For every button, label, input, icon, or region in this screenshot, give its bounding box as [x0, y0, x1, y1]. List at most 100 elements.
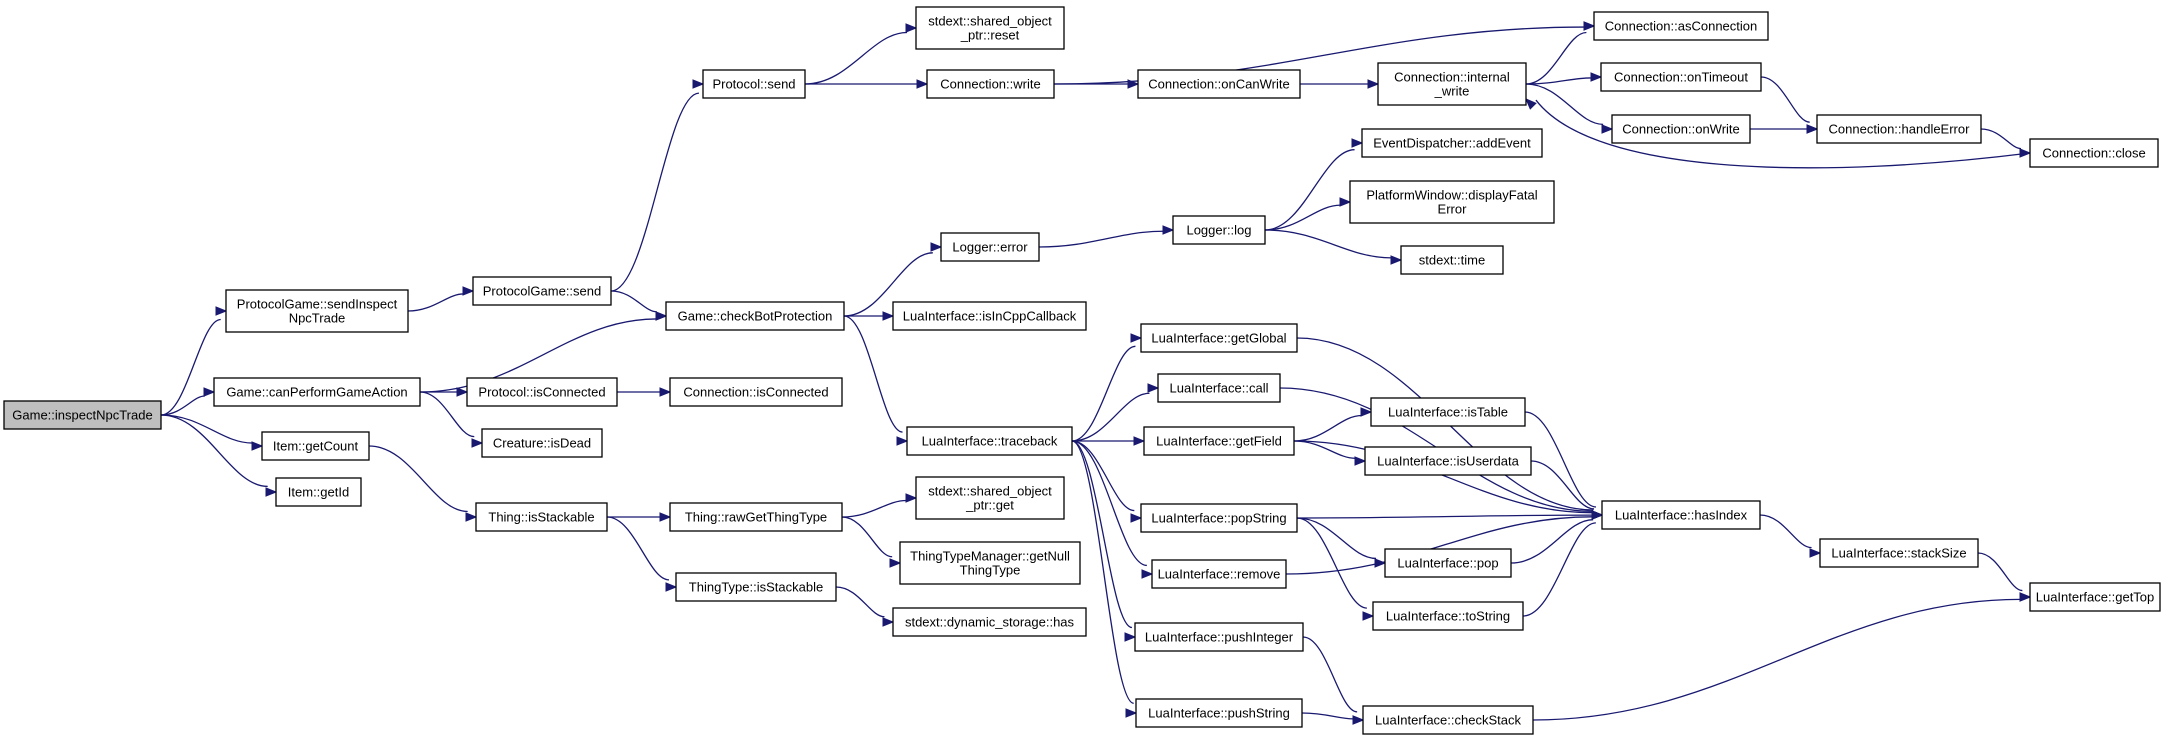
- node-check-bot-protection[interactable]: Game::checkBotProtection: [665, 301, 845, 331]
- node-box: [1151, 559, 1287, 589]
- node-has-index[interactable]: LuaInterface::hasIndex: [1601, 500, 1761, 530]
- edge-lua-to-string-to-has-index: [1522, 510, 1604, 617]
- edge-logger-log-to-add-event: [1264, 138, 1364, 231]
- node-box: [475, 502, 608, 532]
- edge-inspect-npc-trade-to-can-perform-game-action: [160, 387, 216, 416]
- node-box: [675, 572, 837, 602]
- node-traceback[interactable]: LuaInterface::traceback: [906, 426, 1073, 456]
- edge-item-get-count-to-thing-is-stackable: [368, 445, 478, 522]
- node-protocol-send[interactable]: Protocol::send: [702, 69, 806, 99]
- node-stack-size[interactable]: LuaInterface::stackSize: [1819, 538, 1979, 568]
- node-shared-obj-reset[interactable]: stdext::shared_object_ptr::reset: [915, 6, 1065, 50]
- node-box: [1593, 11, 1769, 41]
- node-check-stack[interactable]: LuaInterface::checkStack: [1362, 705, 1534, 735]
- node-push-integer[interactable]: LuaInterface::pushInteger: [1134, 622, 1304, 652]
- node-box: [915, 6, 1065, 50]
- node-box: [1361, 128, 1543, 158]
- node-logger-error[interactable]: Logger::error: [940, 232, 1040, 262]
- edge-on-write-to-handle-error: [1749, 124, 1819, 134]
- node-add-event[interactable]: EventDispatcher::addEvent: [1361, 128, 1543, 158]
- node-shared-obj-get[interactable]: stdext::shared_object_ptr::get: [915, 476, 1065, 520]
- node-label: Game::checkBotProtection: [678, 309, 833, 324]
- node-label: Connection::asConnection: [1605, 19, 1758, 34]
- edge-handle-error-to-connection-close: [1980, 128, 2032, 158]
- node-label: LuaInterface::pushString: [1148, 706, 1290, 721]
- node-label: LuaInterface::isUserdata: [1377, 454, 1519, 469]
- node-box: [466, 377, 618, 407]
- edge-get-global-to-has-index: [1296, 337, 1604, 520]
- edge-raw-get-thing-type-to-get-null-thing-type: [841, 516, 902, 568]
- node-is-in-cpp-callback[interactable]: LuaInterface::isInCppCallback: [892, 301, 1087, 331]
- node-box: [892, 607, 1087, 637]
- node-protocol-is-connected[interactable]: Protocol::isConnected: [466, 377, 618, 407]
- node-label: LuaInterface::getGlobal: [1151, 331, 1286, 346]
- node-raw-get-thing-type[interactable]: Thing::rawGetThingType: [669, 502, 843, 532]
- node-push-string[interactable]: LuaInterface::pushString: [1135, 698, 1303, 728]
- node-as-connection[interactable]: Connection::asConnection: [1593, 11, 1769, 41]
- node-label: Connection::close: [2042, 146, 2145, 161]
- node-label: LuaInterface::isInCppCallback: [903, 309, 1077, 324]
- node-connection-is-connected[interactable]: Connection::isConnected: [669, 377, 843, 407]
- edge-can-perform-game-action-to-protocol-is-connected: [420, 387, 469, 397]
- node-handle-error[interactable]: Connection::handleError: [1816, 114, 1982, 144]
- node-label: Item::getId: [288, 485, 349, 500]
- node-lua-remove[interactable]: LuaInterface::remove: [1151, 559, 1287, 589]
- node-lua-call[interactable]: LuaInterface::call: [1157, 373, 1281, 403]
- node-box: [915, 476, 1065, 520]
- node-box: [3, 400, 162, 430]
- node-protocol-game-send[interactable]: ProtocolGame::send: [472, 276, 612, 306]
- node-get-field[interactable]: LuaInterface::getField: [1143, 426, 1295, 456]
- edge-check-stack-to-get-top: [1532, 592, 2032, 721]
- node-label: LuaInterface::call: [1169, 381, 1268, 396]
- node-on-write[interactable]: Connection::onWrite: [1611, 114, 1751, 144]
- node-inspect-npc-trade[interactable]: Game::inspectNpcTrade: [3, 400, 162, 430]
- node-label: stdext::dynamic_storage::has: [905, 615, 1075, 630]
- node-lua-pop[interactable]: LuaInterface::pop: [1384, 548, 1512, 578]
- node-on-can-write[interactable]: Connection::onCanWrite: [1137, 69, 1301, 99]
- node-connection-write[interactable]: Connection::write: [926, 69, 1055, 99]
- node-label: ThingType: [960, 563, 1021, 578]
- node-stdext-time[interactable]: stdext::time: [1400, 245, 1504, 275]
- node-get-top[interactable]: LuaInterface::getTop: [2029, 582, 2161, 612]
- node-item-get-id[interactable]: Item::getId: [275, 477, 362, 507]
- edge-is-table-to-has-index: [1524, 411, 1604, 520]
- node-thing-type-is-stackable[interactable]: ThingType::isStackable: [675, 572, 837, 602]
- node-get-global[interactable]: LuaInterface::getGlobal: [1140, 323, 1298, 353]
- node-thing-is-stackable[interactable]: Thing::isStackable: [475, 502, 608, 532]
- edge-traceback-to-lua-call: [1071, 383, 1160, 442]
- edge-internal-write-to-on-write: [1525, 83, 1614, 134]
- node-box: [1819, 538, 1979, 568]
- node-box: [1349, 180, 1555, 224]
- node-dyn-storage-has[interactable]: stdext::dynamic_storage::has: [892, 607, 1087, 637]
- node-creature-is-dead[interactable]: Creature::isDead: [481, 428, 603, 458]
- node-pop-string[interactable]: LuaInterface::popString: [1140, 503, 1298, 533]
- node-box: [1364, 446, 1532, 476]
- node-on-timeout[interactable]: Connection::onTimeout: [1600, 62, 1762, 92]
- node-box: [1370, 397, 1526, 427]
- edge-traceback-to-get-global: [1071, 333, 1143, 442]
- node-label: LuaInterface::checkStack: [1375, 713, 1521, 728]
- edge-inspect-npc-trade-to-send-inspect-npc-trade: [160, 306, 228, 416]
- edge-pop-string-to-has-index: [1296, 510, 1604, 520]
- node-label: Thing::isStackable: [488, 510, 594, 525]
- node-label: Error: [1438, 202, 1468, 217]
- edge-thing-is-stackable-to-raw-get-thing-type: [607, 512, 672, 522]
- node-is-table[interactable]: LuaInterface::isTable: [1370, 397, 1526, 427]
- node-box: [472, 276, 612, 306]
- edge-raw-get-thing-type-to-shared-obj-get: [841, 493, 918, 518]
- node-box: [1143, 426, 1295, 456]
- node-lua-to-string[interactable]: LuaInterface::toString: [1372, 601, 1524, 631]
- node-is-userdata[interactable]: LuaInterface::isUserdata: [1364, 446, 1532, 476]
- node-internal-write[interactable]: Connection::internal_write: [1377, 62, 1527, 106]
- node-label: LuaInterface::getTop: [2036, 590, 2155, 605]
- node-connection-close[interactable]: Connection::close: [2029, 138, 2159, 168]
- edge-protocol-send-to-connection-write: [805, 79, 929, 89]
- node-label: _ptr::reset: [960, 28, 1020, 43]
- node-logger-log[interactable]: Logger::log: [1172, 215, 1266, 245]
- node-label: Connection::onTimeout: [1614, 70, 1748, 85]
- node-item-get-count[interactable]: Item::getCount: [261, 431, 370, 461]
- node-can-perform-game-action[interactable]: Game::canPerformGameAction: [213, 377, 421, 407]
